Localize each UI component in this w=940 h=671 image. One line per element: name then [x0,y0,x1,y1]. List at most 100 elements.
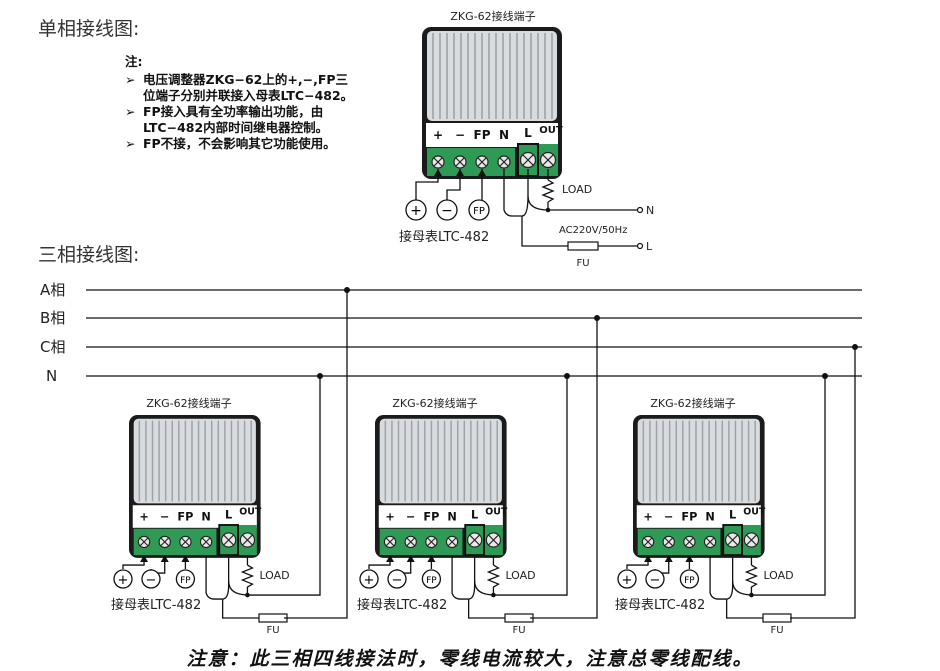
fuse-icon [258,613,288,623]
three-feeds [284,287,858,619]
terminal-fp-label: FP [177,510,193,523]
note-text-2: FP接入具有全功率输出功能，由LTC−482内部时间继电器控制。 [143,104,329,135]
single-phase-title: 单相接线图: [38,18,139,40]
note-item: ➢ FP接入具有全功率输出功能，由LTC−482内部时间继电器控制。 [125,104,360,136]
meter-fp-sym: FP [473,206,485,217]
terminal-minus-label: − [664,510,673,523]
meter-plus-sym: + [622,573,633,588]
minus-meter-icon [645,569,665,589]
meter-label: 接母表LTC-482 [111,597,201,613]
note-text-1: 电压调整器ZKG−62上的+,−,FP三位端子分别并联接入母表LTC−482。 [143,72,354,103]
phase-c-label: C相 [40,338,65,356]
meter-minus-sym: − [392,573,403,588]
phase-a-label: A相 [40,281,65,299]
meter-fp-sym: FP [684,576,695,586]
terminal-fp-label: FP [681,510,697,523]
terminal-n-label: N [447,510,456,523]
meter-minus-sym: − [441,203,453,219]
terminal-l-label: L [729,508,736,521]
terminal-l-label: L [471,508,478,521]
meter-label: 接母表LTC-482 [357,597,447,613]
minus-meter-icon [387,569,407,589]
meter-minus-sym: − [650,573,661,588]
terminal-n-label: N [705,510,714,523]
module-label: ZKG-62接线端子 [146,396,231,410]
terminal-l-label: L [524,126,532,140]
meter-plus-sym: + [364,573,375,588]
terminal-l-label: L [225,508,232,521]
note-item: ➢ 电压调整器ZKG−62上的+,−,FP三位端子分别并联接入母表LTC−482… [125,72,360,104]
terminal-out-label: OUT [743,507,766,518]
fuse-icon [762,613,792,623]
note-text-3: FP不接，不会影响其它功能使用。 [143,136,336,151]
plus-meter-icon [617,569,637,589]
terminal-fp-label: FP [423,510,439,523]
fuse-icon [504,613,534,623]
module-label: ZKG-62接线端子 [650,396,735,410]
plus-meter-icon [359,569,379,589]
notes-heading: 注: [125,54,143,69]
arrow-icon: ➢ [125,136,136,151]
single-meter-symbols: + − FP [405,199,490,221]
arrow-icon: ➢ [125,104,136,119]
phase-n-label: N [46,367,57,385]
terminal-minus-label: − [455,128,465,142]
single-module: + − FP N L OUT [421,26,563,180]
phase-b-label: B相 [40,309,65,327]
minus-meter-icon [436,199,458,221]
notes-block: 注: ➢ 电压调整器ZKG−62上的+,−,FP三位端子分别并联接入母表LTC−… [125,54,360,152]
fuse-label: FU [512,625,525,636]
note-item: ➢ FP不接，不会影响其它功能使用。 [125,136,360,152]
single-l-end: L [646,240,653,253]
footer-note: 注意：此三相四线接法时，零线电流较大，注意总零线配线。 [186,648,753,670]
single-module-label: ZKG-62接线端子 [450,9,535,23]
meter-label: 接母表LTC-482 [615,597,705,613]
single-fuse-label: FU [576,258,589,269]
fp-meter-icon [421,569,442,589]
terminal-minus-label: − [160,510,169,523]
load-label: LOAD [259,569,289,582]
fuse-label: FU [770,625,783,636]
terminal-plus-label: + [643,510,652,523]
single-supply-label: AC220V/50Hz [559,225,627,236]
terminal-out-label: OUT [539,125,563,136]
terminal-n-label: N [201,510,210,523]
fp-meter-icon [468,199,490,221]
minus-meter-icon [141,569,161,589]
meter-fp-sym: FP [180,576,191,586]
terminal-out-label: OUT [239,507,262,518]
single-load-label: LOAD [562,183,592,196]
meter-plus-sym: + [118,573,129,588]
single-n-end: N [646,204,654,217]
load-label: LOAD [763,569,793,582]
meter-plus-sym: + [410,203,422,219]
terminal-fp-label: FP [474,128,491,142]
terminal-out-label: OUT [485,507,508,518]
fuse-label: FU [266,625,279,636]
single-wires [415,169,644,251]
terminal-n-label: N [499,128,509,142]
phase-lines: A相 B相 C相 N [40,281,862,385]
plus-meter-icon [113,569,133,589]
terminal-plus-label: + [433,128,443,142]
terminal-minus-label: − [406,510,415,523]
single-meter-label: 接母表LTC-482 [399,229,489,245]
fp-meter-icon [679,569,700,589]
fp-meter-icon [175,569,196,589]
three-phase-title: 三相接线图: [38,244,139,266]
plus-meter-icon [405,199,427,221]
terminal-plus-label: + [139,510,148,523]
meter-fp-sym: FP [426,576,437,586]
arrow-icon: ➢ [125,72,136,87]
module-label: ZKG-62接线端子 [392,396,477,410]
meter-minus-sym: − [146,573,157,588]
terminal-plus-label: + [385,510,394,523]
load-label: LOAD [505,569,535,582]
